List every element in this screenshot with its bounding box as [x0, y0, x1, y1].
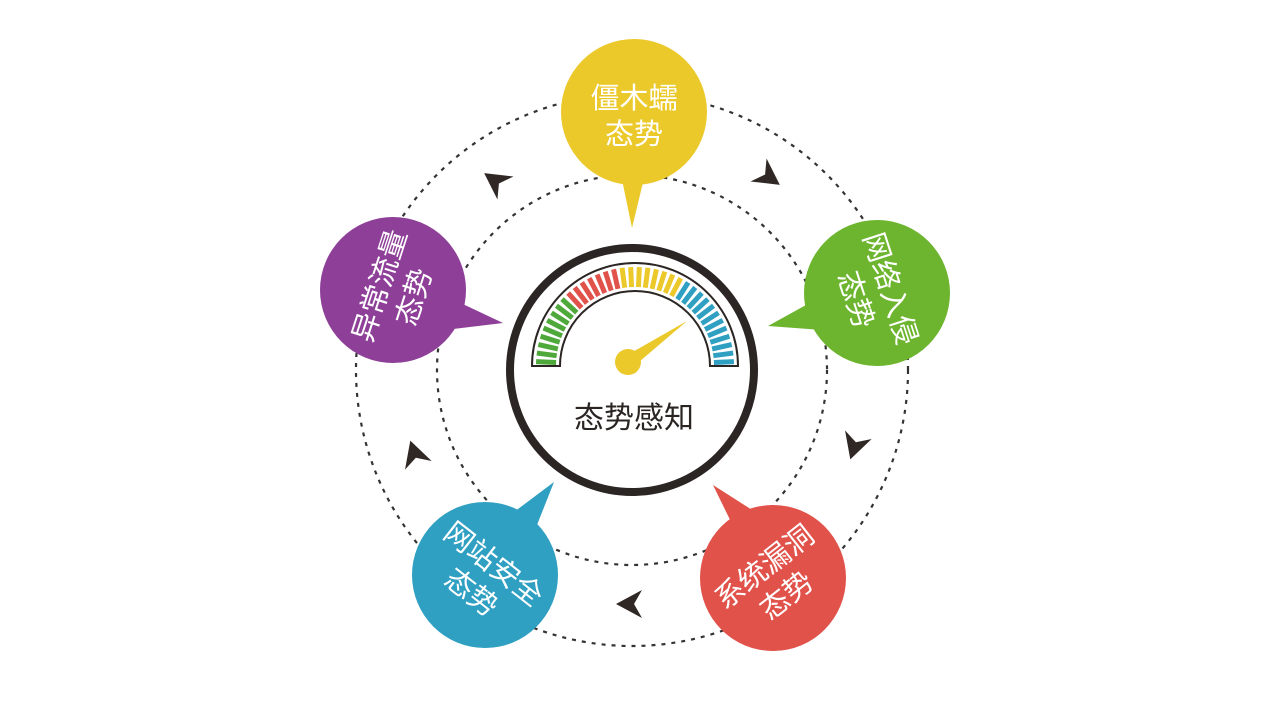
- inner-dashed-ring: [435, 173, 829, 567]
- gauge: [530, 262, 740, 375]
- gauge-tick: [594, 273, 608, 294]
- gauge-tick: [713, 359, 735, 366]
- gauge-tick: [554, 303, 574, 320]
- gauge-tick: [619, 267, 628, 289]
- gauge-tick: [703, 318, 724, 332]
- gauge-tick: [712, 350, 734, 359]
- gauge-tick: [675, 281, 691, 301]
- gauge-tick: [681, 285, 698, 305]
- gauge-tick: [711, 342, 733, 352]
- gauge-tick: [535, 359, 557, 366]
- chevron-icon: [616, 590, 642, 618]
- node-website-security[interactable]: 网站安全 态势: [412, 482, 558, 648]
- gauge-tick: [550, 310, 570, 326]
- gauge-tick: [566, 291, 584, 310]
- gauge-tick: [696, 303, 716, 320]
- node-worm[interactable]: 僵木蠕 态势: [561, 39, 707, 228]
- gauge-tick: [536, 350, 558, 359]
- svg-text:僵木蠕: 僵木蠕: [590, 81, 677, 115]
- gauge-tick: [700, 310, 720, 326]
- gauge-tick: [587, 277, 601, 298]
- gauge-tick: [686, 291, 704, 310]
- gauge-tick: [656, 270, 668, 292]
- chevron-icon: [405, 440, 432, 470]
- gauge-tick: [662, 273, 676, 294]
- gauge-tick: [649, 268, 659, 290]
- gauge-tick: [611, 268, 621, 290]
- gauge-tick: [602, 270, 614, 292]
- gauge-tick: [579, 281, 595, 301]
- gauge-tick: [546, 318, 567, 332]
- gauge-tick: [669, 277, 683, 298]
- gauge-tick: [707, 325, 728, 339]
- gauge-tick: [709, 333, 731, 345]
- chevron-icon: [750, 158, 780, 185]
- node-abnormal-traffic[interactable]: 异常流量 态势: [320, 217, 503, 363]
- chevron-icon: [845, 430, 872, 460]
- gauge-tick: [542, 325, 563, 339]
- gauge-tick: [635, 266, 642, 288]
- gauge-tick: [560, 297, 579, 315]
- gauge-tick: [539, 333, 561, 345]
- gauge-tick: [691, 297, 710, 315]
- node-network-intrusion[interactable]: 网络入侵 态势: [768, 220, 950, 366]
- chevron-icon: [484, 173, 514, 200]
- svg-text:态势: 态势: [605, 117, 663, 151]
- gauge-tick: [572, 285, 589, 305]
- gauge-tick: [537, 342, 559, 352]
- flow-arrows: [405, 158, 872, 618]
- center-label: 态势感知: [574, 401, 694, 436]
- gauge-pivot: [615, 349, 641, 375]
- node-system-vulnerability[interactable]: 系统漏洞 态势: [700, 485, 846, 651]
- gauge-tick: [628, 266, 635, 288]
- gauge-tick: [642, 267, 651, 289]
